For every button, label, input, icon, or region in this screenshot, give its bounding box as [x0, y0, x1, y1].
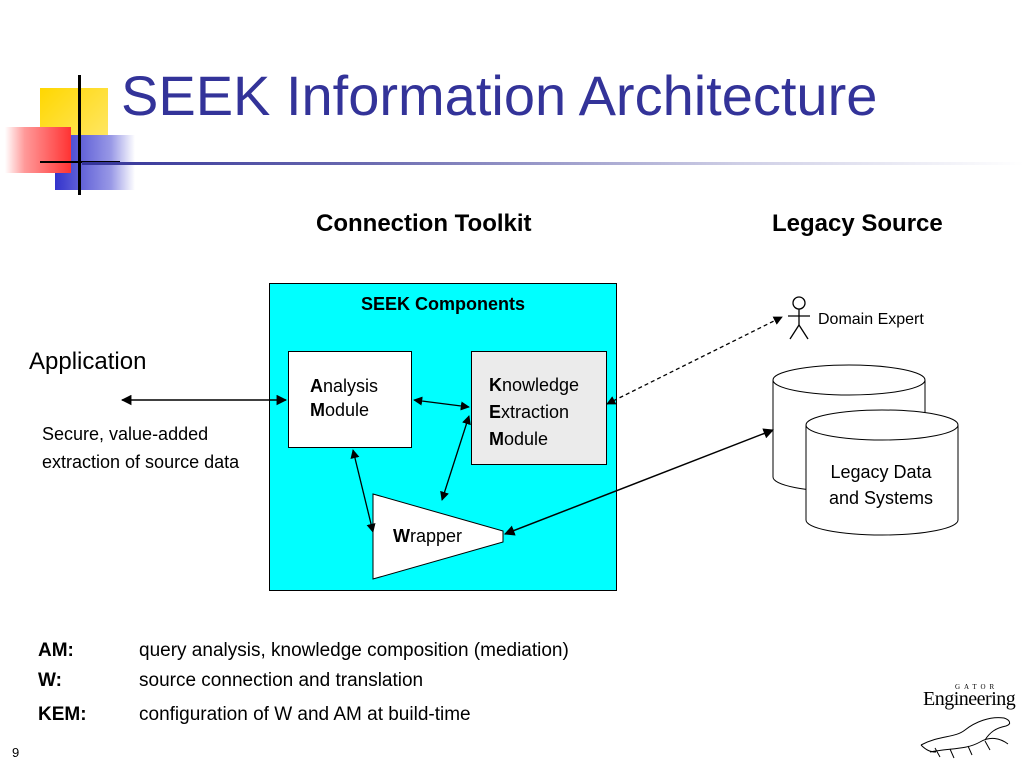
gator-logo-drawing: [920, 717, 1011, 759]
legacy-data-line-1: Legacy Data: [830, 462, 932, 482]
kem-initial-e: E: [489, 402, 502, 422]
kem-rest-1: nowledge: [502, 375, 580, 395]
heading-connection-toolkit: Connection Toolkit: [316, 210, 532, 237]
legend-term-am: AM:: [38, 640, 74, 661]
kem-rest-2: xtraction: [501, 402, 570, 422]
legend-def-w: source connection and translation: [139, 670, 424, 691]
legend-term-w: W:: [38, 670, 62, 691]
domain-expert-figure: [788, 296, 810, 340]
wrapper-initial-w: W: [393, 526, 410, 546]
wrapper-label: Wrapper: [393, 526, 462, 547]
logo-engineering-text: Engineering: [923, 688, 1016, 710]
seek-components-title: SEEK Components: [360, 294, 525, 314]
slide-title: SEEK Information Architecture: [121, 64, 878, 127]
analysis-module-initial-a: A: [310, 376, 323, 396]
domain-expert-label: Domain Expert: [818, 311, 924, 328]
logo-red-square: [5, 127, 71, 173]
arrow-am-wrapper: [350, 449, 376, 533]
logo-gator-text: GATOR: [955, 683, 999, 691]
application-label: Application: [29, 348, 147, 375]
analysis-module-rest-2: odule: [325, 400, 370, 420]
legend-def-kem: configuration of W and AM at build-time: [139, 704, 471, 725]
application-description: Secure, value-added extraction of source…: [42, 424, 240, 472]
kem-initial-m: M: [489, 429, 504, 449]
arrow-kem-domain-expert: [606, 316, 783, 405]
analysis-module-box: Analysis Module: [288, 351, 412, 448]
legend-def-am: query analysis, knowledge composition (m…: [139, 640, 569, 661]
logo-vertical-line: [78, 75, 81, 195]
legend-term-kem: KEM:: [38, 704, 87, 725]
legacy-data-line-2: and Systems: [828, 488, 934, 508]
legacy-data-label: Legacy Data and Systems: [806, 459, 956, 511]
analysis-module-rest-1: nalysis: [323, 376, 379, 396]
arrow-kem-wrapper: [440, 415, 471, 501]
wrapper-rest: rapper: [410, 526, 463, 546]
page-number: 9: [12, 745, 20, 760]
logo-horizontal-line: [40, 161, 120, 163]
title-underline: [82, 162, 1024, 165]
analysis-module-initial-m: M: [310, 400, 325, 420]
kem-initial-k: K: [489, 375, 502, 395]
arrow-wrapper-legacy: [504, 428, 774, 536]
arrow-am-kem: [413, 396, 470, 411]
heading-legacy-source: Legacy Source: [772, 210, 943, 237]
wrapper-shape: [372, 493, 504, 580]
legacy-cylinder-front: [805, 409, 959, 536]
